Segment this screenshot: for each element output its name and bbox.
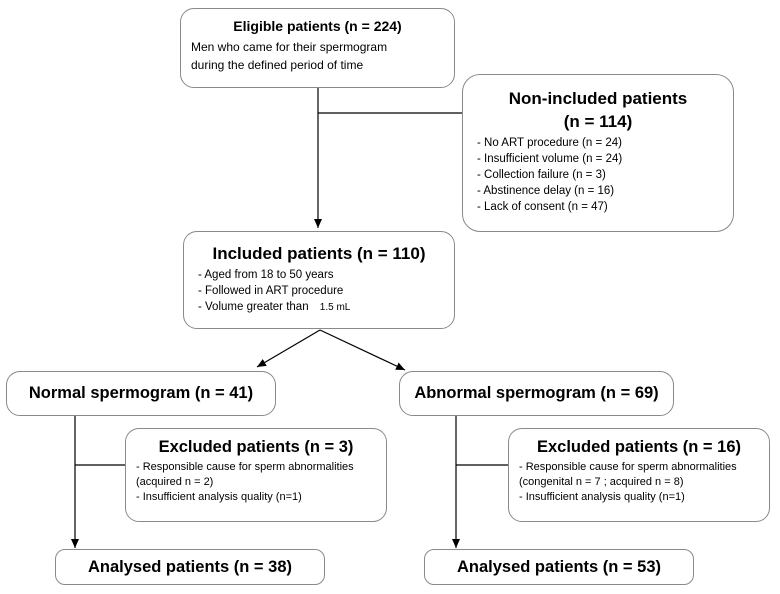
eligible-patients-box: Eligible patients (n = 224) Men who came… — [180, 8, 455, 88]
volume-value: 1.5 mL — [319, 302, 351, 313]
non-included-patients-box: Non-included patients (n = 114) - No ART… — [462, 74, 734, 232]
abnormal-spermogram-title: Abnormal spermogram (n = 69) — [414, 384, 659, 402]
normal-spermogram-box: Normal spermogram (n = 41) — [6, 371, 276, 416]
non-included-reason: - Abstinence delay (n = 16) — [477, 185, 615, 197]
excluded-left-title: Excluded patients (n = 3) — [158, 438, 354, 456]
included-criterion: - Volume greater than 1.5 mL — [198, 299, 454, 316]
abnormal-spermogram-box: Abnormal spermogram (n = 69) — [399, 371, 674, 416]
included-criterion-text: - Volume greater than — [198, 301, 309, 313]
normal-spermogram-title: Normal spermogram (n = 41) — [28, 384, 254, 402]
included-title: Included patients (n = 110) — [212, 244, 426, 263]
excluded-right-reason: - Responsible cause for sperm abnormalit… — [519, 461, 737, 473]
included-criterion: - Aged from 18 to 50 years — [198, 269, 334, 281]
excluded-left-reason: - Insufficient analysis quality (n=1) — [136, 491, 302, 503]
excluded-right-reason: (congenital n = 7 ; acquired n = 8) — [519, 476, 684, 488]
analysed-right-title: Analysed patients (n = 53) — [456, 558, 662, 576]
excluded-right-reason: - Insufficient analysis quality (n=1) — [519, 491, 685, 503]
analysed-left-title: Analysed patients (n = 38) — [87, 558, 293, 576]
analysed-patients-right-box: Analysed patients (n = 53) — [424, 549, 694, 585]
analysed-patients-left-box: Analysed patients (n = 38) — [55, 549, 325, 585]
arrow-included-to-normal — [256, 329, 321, 368]
excluded-patients-left-box: Excluded patients (n = 3) - Responsible … — [125, 428, 387, 522]
non-included-count: (n = 114) — [563, 112, 633, 131]
eligible-line: Men who came for their spermogram — [191, 40, 388, 54]
excluded-patients-right-box: Excluded patients (n = 16) - Responsible… — [508, 428, 770, 522]
eligible-title: Eligible patients (n = 224) — [233, 18, 402, 34]
non-included-reason: - Lack of consent (n = 47) — [477, 201, 608, 213]
excluded-left-reason: - Responsible cause for sperm abnormalit… — [136, 461, 354, 473]
excluded-right-title: Excluded patients (n = 16) — [536, 438, 741, 456]
non-included-reason: - No ART procedure (n = 24) — [477, 137, 622, 149]
arrow-included-to-abnormal — [319, 329, 406, 371]
included-criterion: - Followed in ART procedure — [198, 285, 344, 297]
excluded-left-reason: (acquired n = 2) — [136, 476, 214, 488]
non-included-reason: - Collection failure (n = 3) — [477, 169, 606, 181]
non-included-title: Non-included patients — [508, 89, 688, 108]
included-patients-box: Included patients (n = 110) - Aged from … — [183, 231, 455, 329]
non-included-reason: - Insufficient volume (n = 24) — [477, 153, 623, 165]
eligible-line: during the defined period of time — [191, 58, 364, 72]
